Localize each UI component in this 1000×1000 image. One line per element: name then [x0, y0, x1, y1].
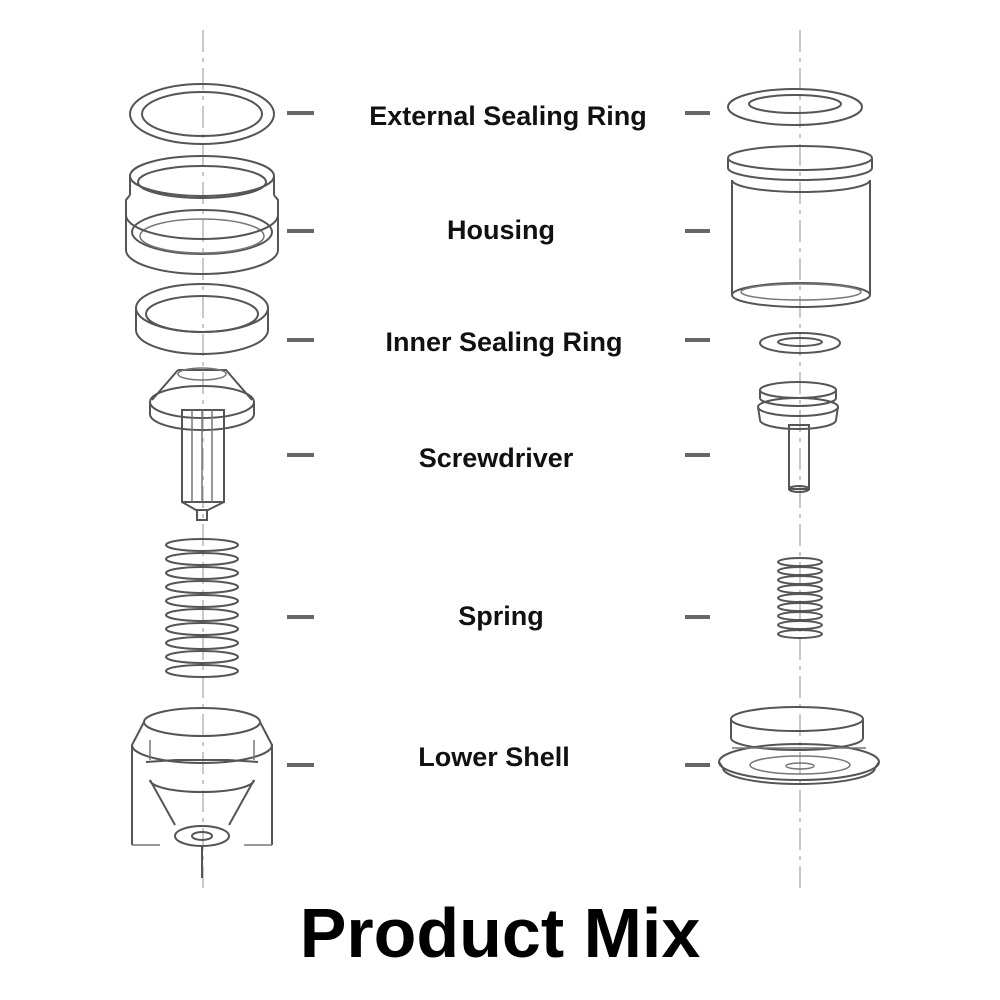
label-inner-sealing-ring: Inner Sealing Ring	[385, 327, 623, 357]
label-external-sealing-ring: External Sealing Ring	[369, 101, 647, 131]
right-spring-drawing	[777, 557, 823, 639]
left-lower-shell-drawing	[131, 707, 273, 878]
left-housing-drawing	[125, 155, 279, 275]
label-lower-shell: Lower Shell	[418, 742, 570, 772]
left-screwdriver-drawing	[149, 367, 255, 521]
label-screwdriver: Screwdriver	[418, 443, 574, 473]
right-external-sealing-ring-drawing	[727, 88, 863, 126]
right-inner-sealing-ring-drawing	[759, 332, 841, 354]
left-spring-drawing	[165, 538, 239, 678]
label-housing: Housing	[447, 215, 555, 245]
right-lower-shell-drawing	[718, 706, 880, 785]
left-inner-sealing-ring-drawing	[135, 283, 269, 355]
left-external-sealing-ring-drawing	[129, 83, 275, 145]
right-screwdriver-drawing	[757, 381, 839, 493]
label-spring: Spring	[458, 601, 544, 631]
right-housing-drawing	[727, 145, 873, 308]
page-title: Product Mix	[299, 894, 701, 972]
right-leader-dashes	[685, 111, 710, 767]
left-leader-dashes	[287, 111, 314, 767]
